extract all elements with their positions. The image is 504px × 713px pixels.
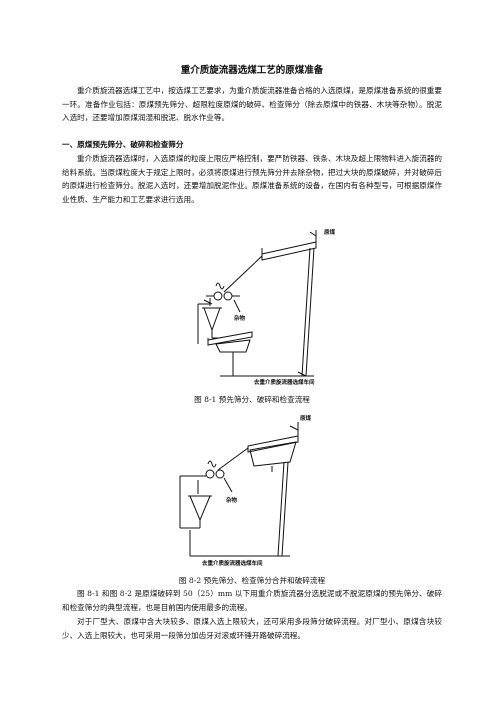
figure-1-caption: 图 8-1 预先筛分、破碎和检查流程 — [194, 395, 310, 404]
raw-coal-label: 原煤 — [300, 414, 312, 422]
closing-paragraph-1: 图 8-1 和图 8-2 是原煤破碎到 50（25）mm 以下用重介质旋流器分选… — [62, 589, 442, 612]
impurity-label: 杂物 — [226, 496, 238, 504]
impurity-label: 杂物 — [234, 314, 246, 322]
intro-paragraph: 重介质旋流器选煤工艺中，按选煤工艺要求，为重介质旋流器准备合格的入选原煤，是原煤… — [62, 86, 442, 123]
section-heading: 一、原煤预先筛分、破碎和检查筛分 — [62, 140, 184, 149]
flowchart-figure-1: 原煤 杂物 去重介质旋流器选煤车间 — [197, 228, 336, 386]
bin-label: 去重介质旋流器选煤车间 — [202, 559, 263, 567]
raw-coal-label: 原煤 — [324, 228, 336, 236]
page-title: 重介质旋流器选煤工艺的原煤准备 — [180, 65, 324, 76]
figure-2-caption: 图 8-2 预先筛分、检查筛分合并和破碎流程 — [178, 576, 326, 585]
section-paragraph: 重介质旋流器选煤时，入选原煤的粒度上限应严格控制，要严防铁器、铁条、木块及超上限… — [62, 154, 442, 204]
closing-paragraph-2: 对于厂型大、原煤中含大块较多、原煤入选上限较大，还可采用多段筛分破碎流程。对厂型… — [62, 617, 442, 640]
bin-label: 去重介质旋流器选煤车间 — [254, 378, 315, 386]
flowchart-figure-2: 原煤 杂物 去重介质旋流器选煤车间 — [179, 414, 312, 567]
